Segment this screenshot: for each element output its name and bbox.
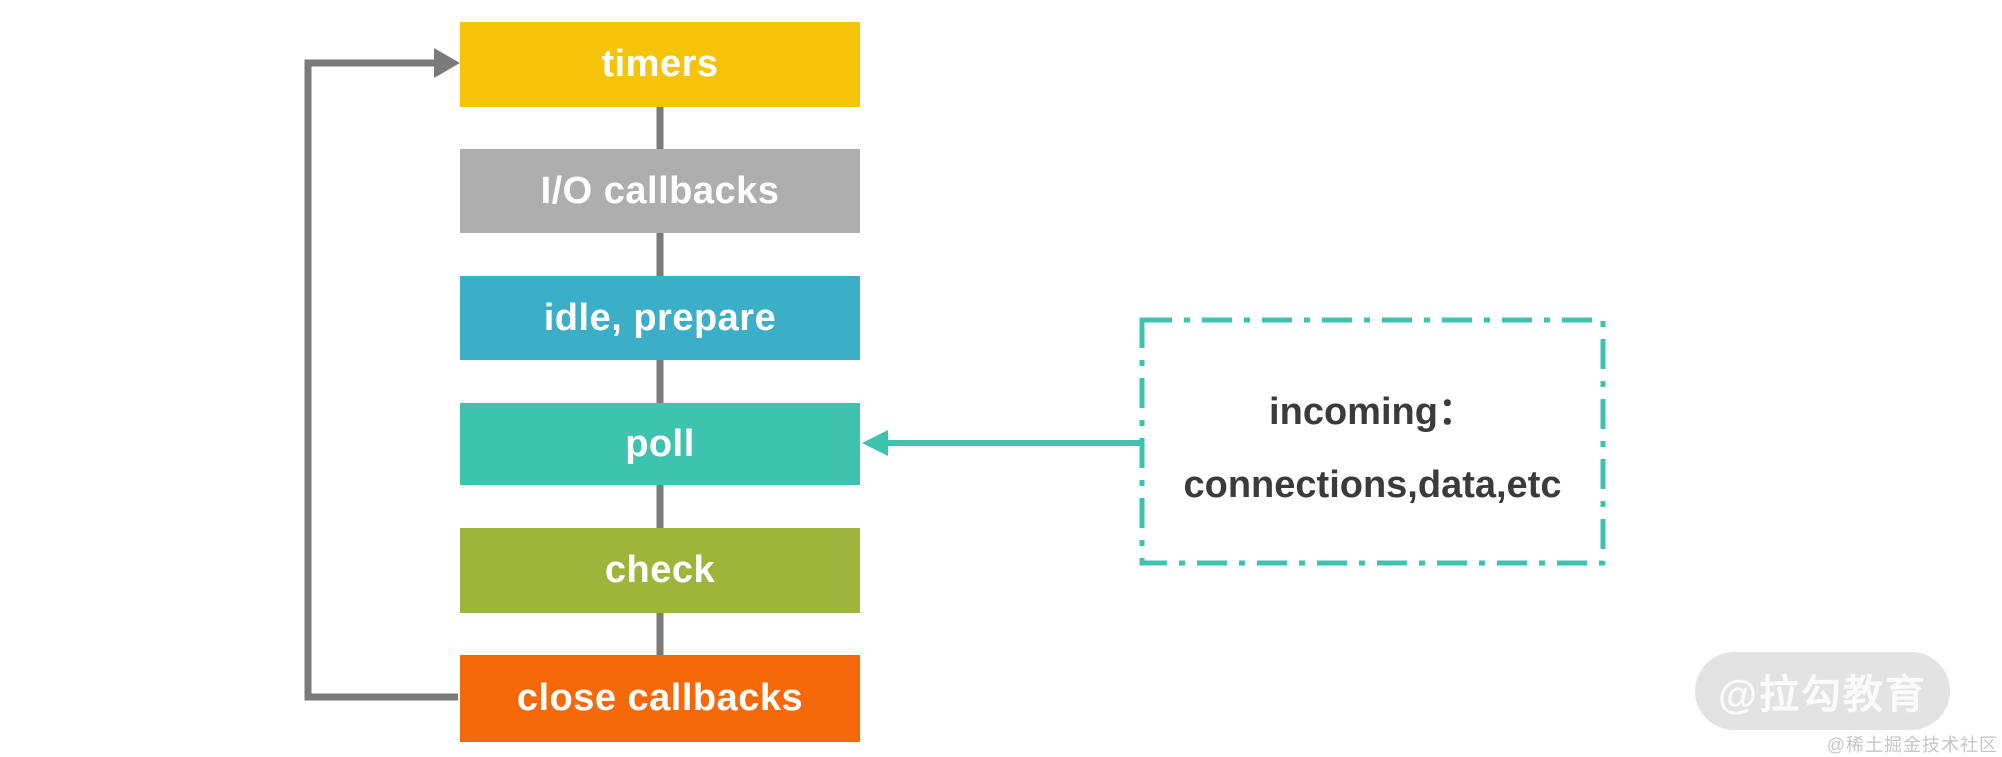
phase-box-timers: timers bbox=[460, 22, 860, 107]
incoming-note-line2: connections,data,etc bbox=[1183, 463, 1562, 506]
watermark-badge: @拉勾教育 bbox=[1695, 652, 1950, 730]
watermark-credit: @稀土掘金技术社区 bbox=[1826, 735, 1998, 755]
phase-box-idle-prepare: idle, prepare bbox=[460, 276, 860, 360]
phase-box-close-callbacks: close callbacks bbox=[460, 655, 860, 742]
loop-back-line bbox=[304, 59, 458, 701]
incoming-note-line1: incoming： bbox=[1269, 390, 1476, 433]
phase-box-io-callbacks: I/O callbacks bbox=[460, 149, 860, 233]
phase-box-check: check bbox=[460, 528, 860, 613]
phase-box-poll: poll bbox=[460, 403, 860, 485]
note-dashed-border bbox=[1139, 317, 1606, 566]
incoming-arrowhead-icon bbox=[862, 430, 888, 456]
loop-arrowhead-icon bbox=[434, 48, 460, 78]
incoming-note-box: incoming： connections,data,etc bbox=[1140, 318, 1605, 565]
